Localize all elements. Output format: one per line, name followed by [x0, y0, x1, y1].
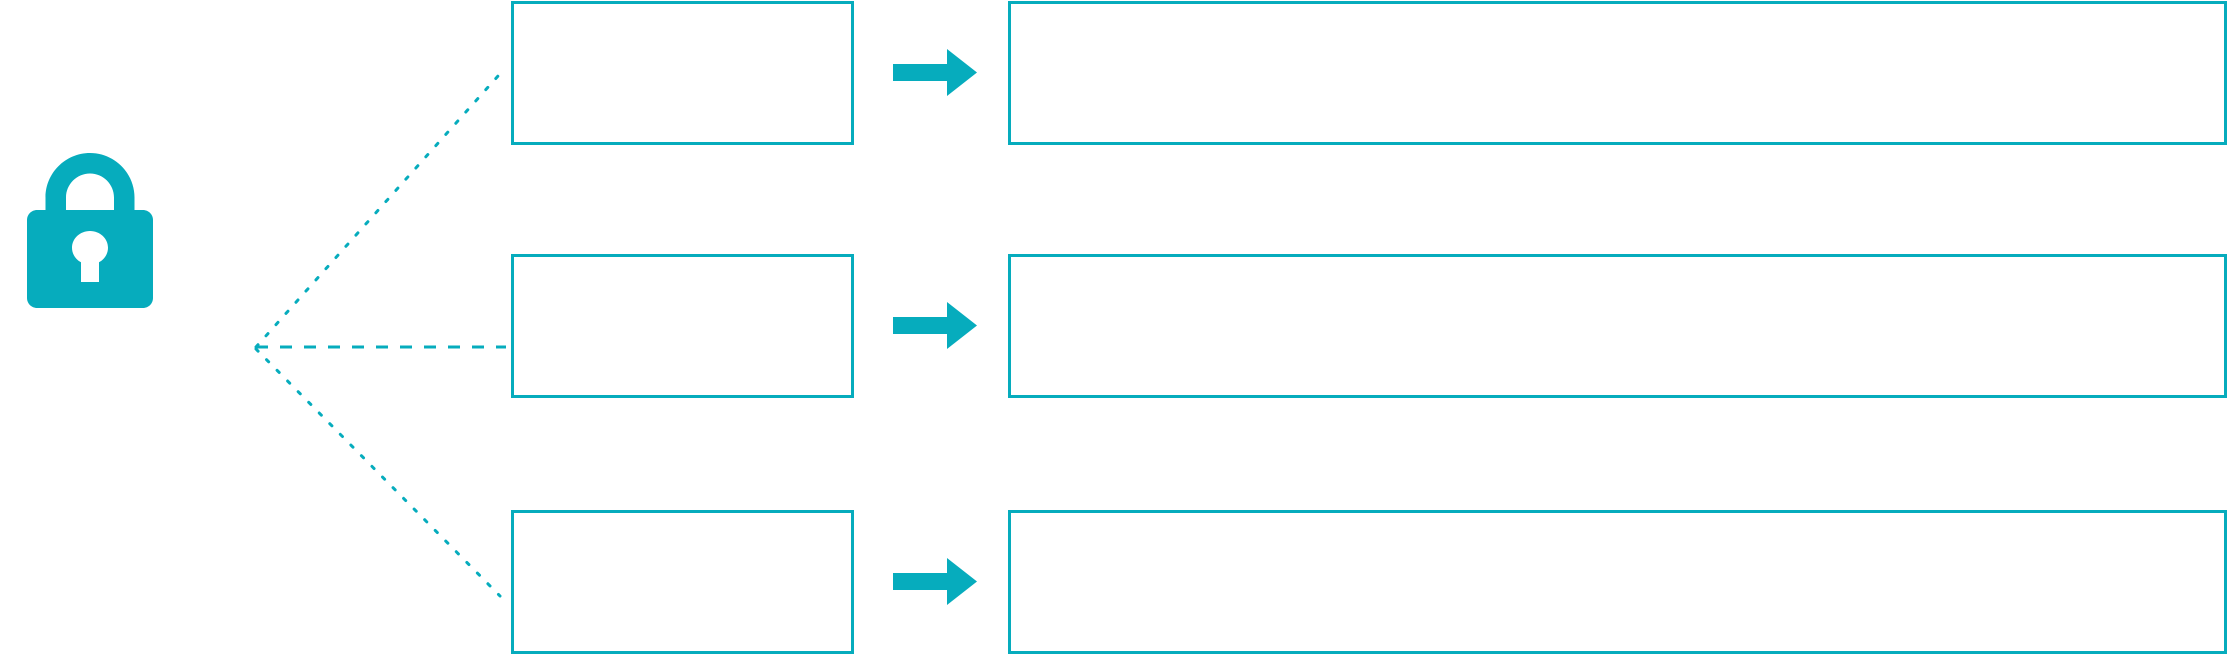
flow-row-2: [0, 254, 2229, 398]
stage-box-1[interactable]: [511, 1, 854, 145]
detail-box-1[interactable]: [1008, 1, 2227, 145]
arrow-right-icon: [893, 558, 977, 605]
detail-box-2[interactable]: [1008, 254, 2227, 398]
arrow-right-icon: [893, 302, 977, 349]
flow-row-3: [0, 510, 2229, 654]
flow-row-1: [0, 1, 2229, 145]
lock-icon: [27, 153, 153, 308]
detail-box-3[interactable]: [1008, 510, 2227, 654]
arrow-right-icon: [893, 49, 977, 96]
stage-box-3[interactable]: [511, 510, 854, 654]
stage-box-2[interactable]: [511, 254, 854, 398]
